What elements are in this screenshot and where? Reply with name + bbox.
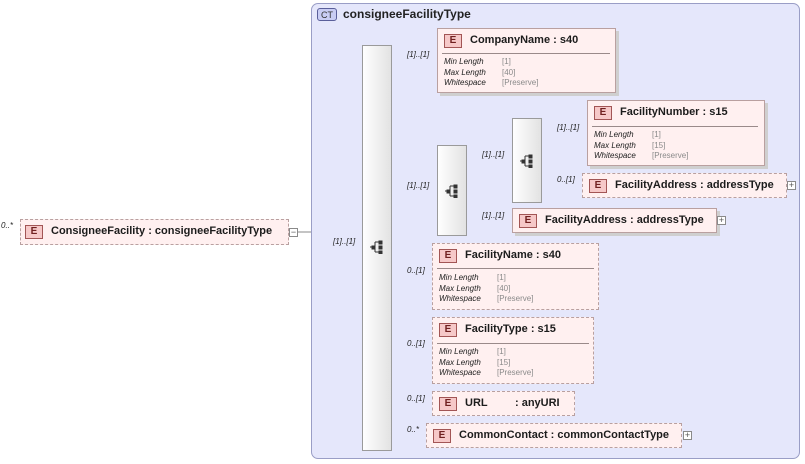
element-label: FacilityAddress : addressType <box>615 179 774 191</box>
inner-sequence-cardinality: [1]..[1] <box>407 181 430 190</box>
company-name-element[interactable]: E CompanyName : s40 Min Length[1] Max Le… <box>437 28 616 93</box>
sequence-icon <box>370 240 383 254</box>
expand-toggle[interactable]: + <box>683 430 692 440</box>
sub-sequence-cardinality: [1]..[1] <box>482 150 505 159</box>
facet-list: Min Length[1] Max Length[15] Whitespace[… <box>594 130 689 160</box>
element-badge: E <box>444 34 462 48</box>
sequence-icon <box>520 154 533 168</box>
facet-list: Min Length[1] Max Length[40] Whitespace[… <box>444 57 539 87</box>
common-contact-element[interactable]: E CommonContact : commonContactType <box>426 423 682 448</box>
common-contact-cardinality: 0..* <box>407 425 420 434</box>
complex-type-badge: CT <box>317 8 337 21</box>
url-element[interactable]: E URL : anyURI <box>432 391 575 416</box>
element-badge: E <box>439 249 457 263</box>
facility-number-element[interactable]: E FacilityNumber : s15 Min Length[1] Max… <box>587 100 765 166</box>
element-badge: E <box>589 179 607 193</box>
facility-name-cardinality: 0..[1] <box>407 266 425 275</box>
sub-sequence-compositor[interactable] <box>512 118 542 203</box>
facet-list: Min Length[1] Max Length[40] Whitespace[… <box>439 273 534 303</box>
element-badge: E <box>594 106 612 120</box>
facet-list: Min Length[1] Max Length[15] Whitespace[… <box>439 347 534 377</box>
facility-type-cardinality: 0..[1] <box>407 339 425 348</box>
main-sequence-cardinality: [1]..[1] <box>333 237 356 246</box>
element-type: : anyURI <box>515 397 560 409</box>
element-label: FacilityType : s15 <box>465 323 556 335</box>
element-label: CompanyName : s40 <box>470 34 579 46</box>
facility-number-cardinality: [1]..[1] <box>557 123 580 132</box>
facility-address-opt-cardinality: 0..[1] <box>557 175 575 184</box>
inner-sequence-compositor[interactable] <box>437 145 467 236</box>
element-label: CommonContact : commonContactType <box>459 429 670 441</box>
facility-address-optional-element[interactable]: E FacilityAddress : addressType <box>582 173 787 198</box>
element-name: URL <box>465 397 488 409</box>
expand-toggle[interactable]: + <box>717 215 726 225</box>
element-label: FacilityName : s40 <box>465 249 561 261</box>
element-badge: E <box>433 429 451 443</box>
element-badge: E <box>25 225 43 239</box>
company-name-cardinality: [1]..[1] <box>407 50 430 59</box>
facility-name-element[interactable]: E FacilityName : s40 Min Length[1] Max L… <box>432 243 599 310</box>
root-cardinality: 0..* <box>1 221 14 230</box>
facility-address-element[interactable]: E FacilityAddress : addressType <box>512 208 717 233</box>
element-badge: E <box>439 397 457 411</box>
facility-type-element[interactable]: E FacilityType : s15 Min Length[1] Max L… <box>432 317 594 384</box>
expand-toggle[interactable]: + <box>787 180 796 190</box>
sequence-icon <box>445 184 458 198</box>
collapse-toggle[interactable]: − <box>289 227 298 237</box>
element-label: FacilityAddress : addressType <box>545 214 704 226</box>
complex-type-title: consigneeFacilityType <box>343 7 471 21</box>
element-badge: E <box>439 323 457 337</box>
element-badge: E <box>519 214 537 228</box>
element-label: FacilityNumber : s15 <box>620 106 728 118</box>
url-cardinality: 0..[1] <box>407 394 425 403</box>
root-element-label: ConsigneeFacility : consigneeFacilityTyp… <box>51 225 273 237</box>
root-element-box[interactable]: E ConsigneeFacility : consigneeFacilityT… <box>20 219 289 245</box>
main-sequence-compositor[interactable] <box>362 45 392 451</box>
facility-address-cardinality: [1]..[1] <box>482 211 505 220</box>
